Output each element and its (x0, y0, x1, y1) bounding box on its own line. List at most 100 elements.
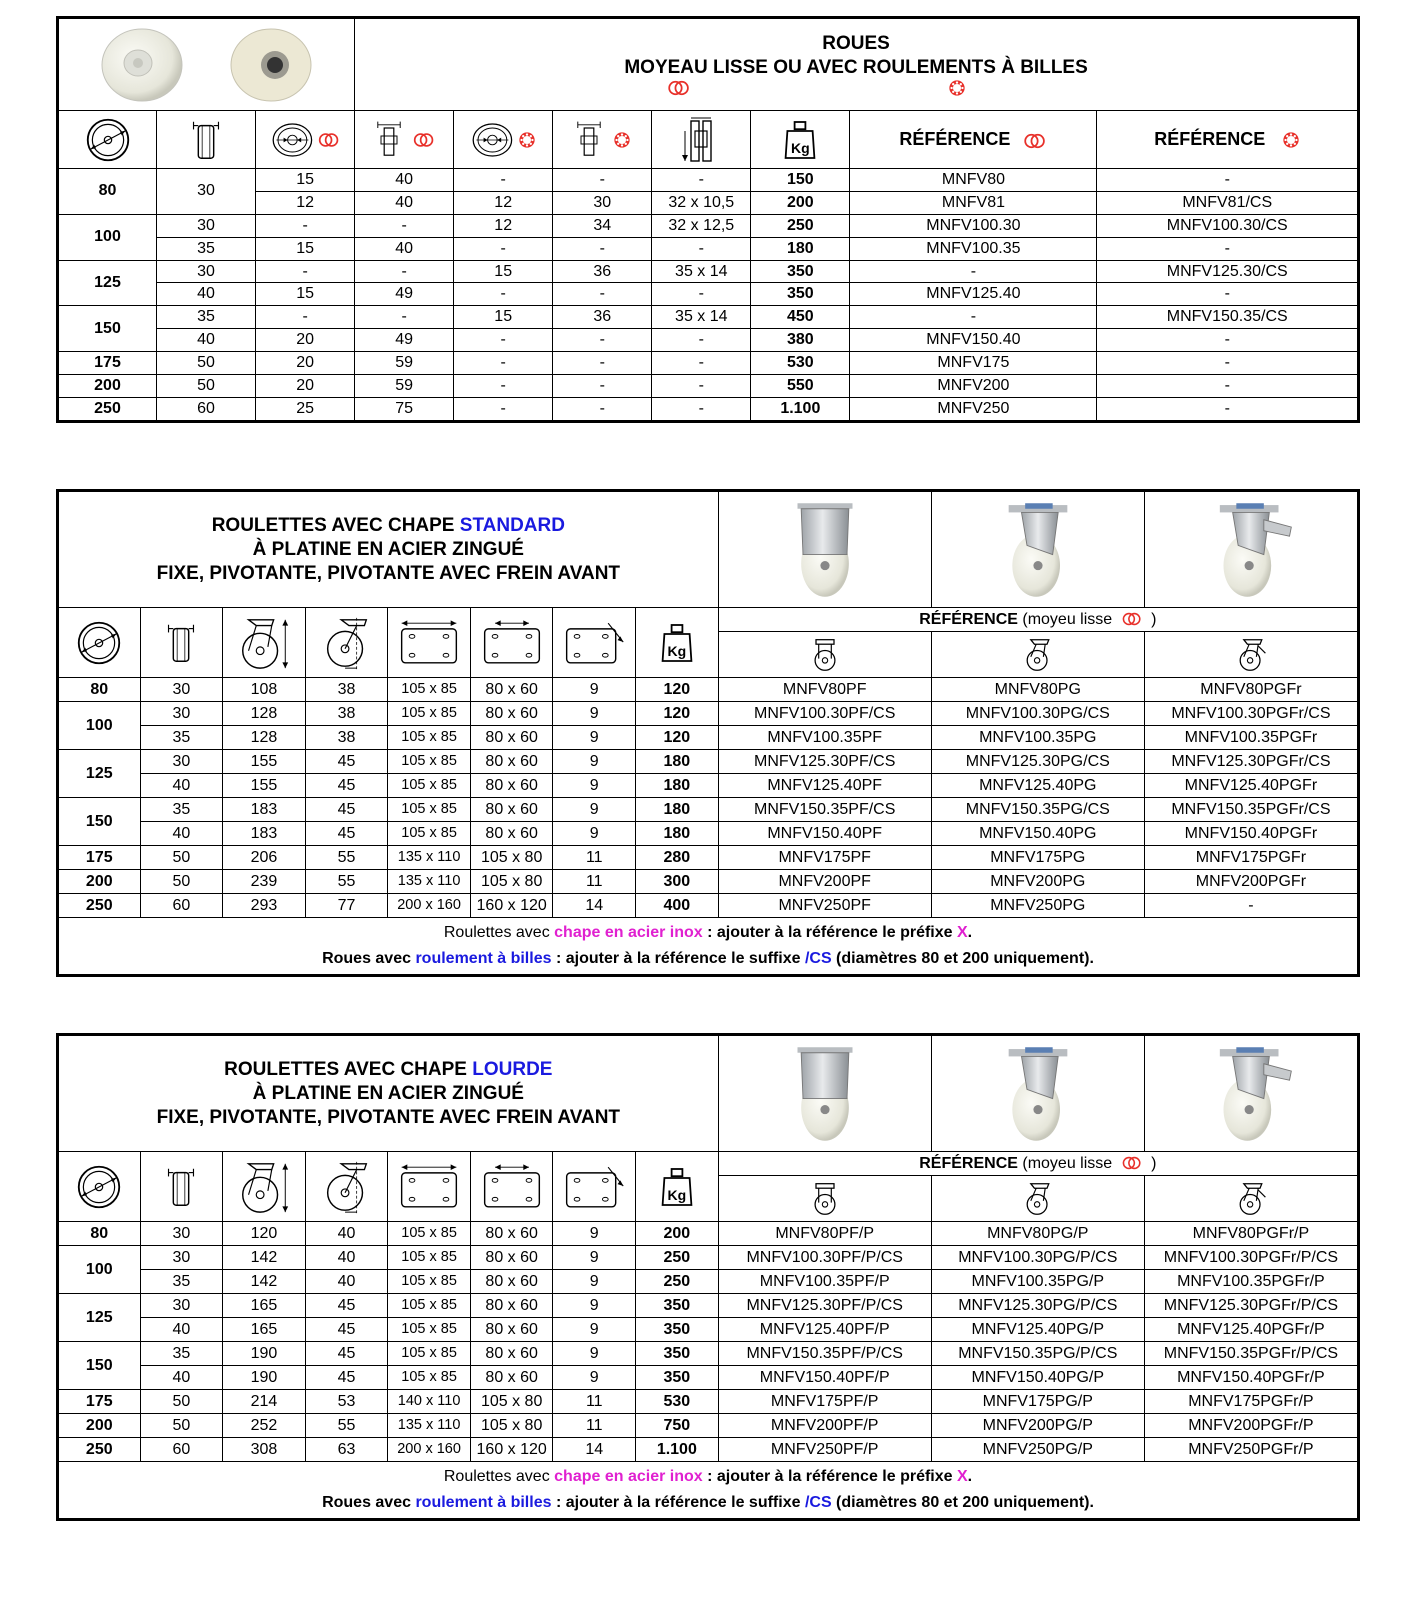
cell-r3: MNFV100.35PGFr/P (1143, 1269, 1359, 1294)
cell-c3: - (453, 168, 554, 192)
cell-o: 40 (304, 1269, 389, 1294)
cell-p: 140 x 110 (387, 1389, 471, 1414)
cell-r1: MNFV150.40PF (717, 821, 932, 846)
cell-kg: 300 (635, 869, 719, 894)
cell-r3: MNFV250PGFr/P (1143, 1437, 1359, 1462)
cell-f: 105 x 80 (469, 869, 554, 894)
cell-p: 105 x 85 (387, 1245, 471, 1270)
standard-notes: Roulettes avec chape en acier inox : ajo… (58, 917, 1358, 975)
cell-p: 105 x 85 (387, 1269, 471, 1294)
cell-r2: MNFV175PG/P (930, 1389, 1145, 1414)
cell-o: 40 (304, 1221, 389, 1246)
cell-r3: MNFV125.40PGFr/P (1143, 1317, 1359, 1342)
cell-c3: - (453, 328, 554, 353)
heavy-title-text: ROULETTES AVEC CHAPE (224, 1058, 473, 1080)
cell-ref1: MNFV175 (849, 351, 1098, 376)
hub-length-bearing-icon (552, 110, 653, 169)
cell-c1: - (255, 259, 356, 284)
wheel-photos (57, 18, 356, 111)
cell-ref2: MNFV125.30/CS (1096, 259, 1358, 284)
cell-ref2: - (1096, 282, 1358, 307)
cell-o: 45 (304, 773, 389, 798)
cell-kg: 350 (635, 1317, 719, 1342)
cell-c1: 20 (255, 374, 356, 398)
reference-close: ) (1151, 610, 1157, 628)
cell-c3: 12 (453, 190, 554, 215)
cell-kg: 350 (635, 1365, 719, 1390)
cell-r2: MNFV150.35PG/CS (930, 797, 1145, 822)
cell-w: 50 (156, 351, 257, 376)
cell-o: 45 (304, 797, 389, 822)
hub-length-smooth-icon (354, 110, 455, 169)
cell-h: 183 (222, 797, 306, 822)
cell-h: 108 (222, 677, 306, 702)
reference-bearing-header: RÉFÉRENCE (1096, 110, 1358, 169)
cell-kg: 280 (635, 845, 719, 870)
cell-c4: - (552, 328, 653, 353)
cell-m: 9 (552, 1317, 637, 1342)
kg-label: Kg (667, 1186, 687, 1203)
note-bearing: Roues avec roulement à billes : ajouter … (60, 1490, 1357, 1516)
cell-r1: MNFV100.30PF/P/CS (717, 1245, 932, 1270)
cell-m: 9 (552, 1269, 637, 1294)
cell-f: 80 x 60 (469, 701, 554, 726)
note-bearing: Roues avec roulement à billes : ajouter … (60, 946, 1357, 972)
cell-f: 105 x 80 (469, 1389, 554, 1414)
cell-c3: 15 (453, 259, 554, 284)
cell-r3: MNFV80PGFr (1143, 677, 1359, 702)
cell-r1: MNFV100.35PF/P (717, 1269, 932, 1294)
cell-c3: - (453, 282, 554, 307)
reference-label: RÉFÉRENCE (919, 1154, 1018, 1172)
heavy-title: ROULETTES AVEC CHAPE LOURDE À PLATINE EN… (58, 1035, 719, 1152)
cell-w: 35 (156, 236, 257, 261)
cell-w: 50 (156, 374, 257, 398)
cell-m: 14 (552, 1437, 637, 1462)
cell-h: 190 (222, 1341, 306, 1366)
cell-o: 38 (304, 725, 389, 750)
cell-o: 38 (304, 701, 389, 726)
ball-bearing-icon (948, 79, 966, 97)
cell-r3: MNFV150.35PGFr/P/CS (1143, 1341, 1359, 1366)
cell-m: 11 (552, 869, 637, 894)
cell-o: 55 (304, 845, 389, 870)
cell-r1: MNFV250PF (717, 893, 932, 918)
cell-w: 30 (139, 1221, 224, 1246)
kg-label: Kg (667, 642, 687, 659)
cell-kg: 120 (635, 677, 719, 702)
note-text: : ajouter à la référence le préfixe (702, 1468, 957, 1485)
cell-diameter: 250 (58, 1437, 141, 1462)
cell-h: 128 (222, 701, 306, 726)
cell-diameter: 125 (58, 749, 141, 798)
photo-swivel-brake-caster (1143, 491, 1359, 608)
cell-diameter: 175 (58, 845, 141, 870)
plate-size-icon (387, 607, 471, 678)
cell-c5: 32 x 10,5 (651, 190, 752, 215)
reference-label: RÉFÉRENCE (1154, 128, 1266, 149)
cell-ref1: MNFV125.40 (849, 282, 1098, 307)
cell-w: 35 (139, 725, 224, 750)
cell-h: 183 (222, 821, 306, 846)
cell-kg: 530 (635, 1389, 719, 1414)
cell-f: 105 x 80 (469, 845, 554, 870)
cell-r1: MNFV80PF/P (717, 1221, 932, 1246)
cell-h: 239 (222, 869, 306, 894)
cell-kg: 350 (635, 1341, 719, 1366)
cell-w: 30 (139, 1293, 224, 1318)
cell-m: 9 (552, 701, 637, 726)
note-inox: Roulettes avec chape en acier inox : ajo… (60, 920, 1357, 946)
cell-c4: 36 (552, 305, 653, 330)
cell-diameter: 100 (58, 701, 141, 750)
cell-r2: MNFV150.40PG/P (930, 1365, 1145, 1390)
cell-c2: 40 (354, 236, 455, 261)
cell-w: 50 (139, 869, 224, 894)
cell-c2: 40 (354, 190, 455, 215)
load-capacity-icon: Kg (635, 1151, 719, 1222)
cell-kg: 150 (750, 168, 851, 192)
cell-r2: MNFV200PG (930, 869, 1145, 894)
note-text: Roulettes avec (443, 924, 555, 941)
photo-fixed-caster (717, 1035, 932, 1152)
